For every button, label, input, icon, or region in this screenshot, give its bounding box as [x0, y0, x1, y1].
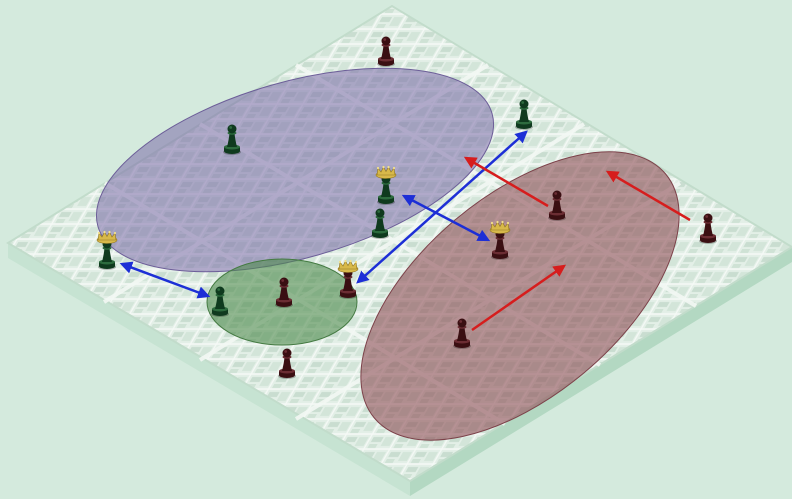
game-board-svg: [0, 0, 792, 499]
game-board-scene: [0, 0, 792, 499]
